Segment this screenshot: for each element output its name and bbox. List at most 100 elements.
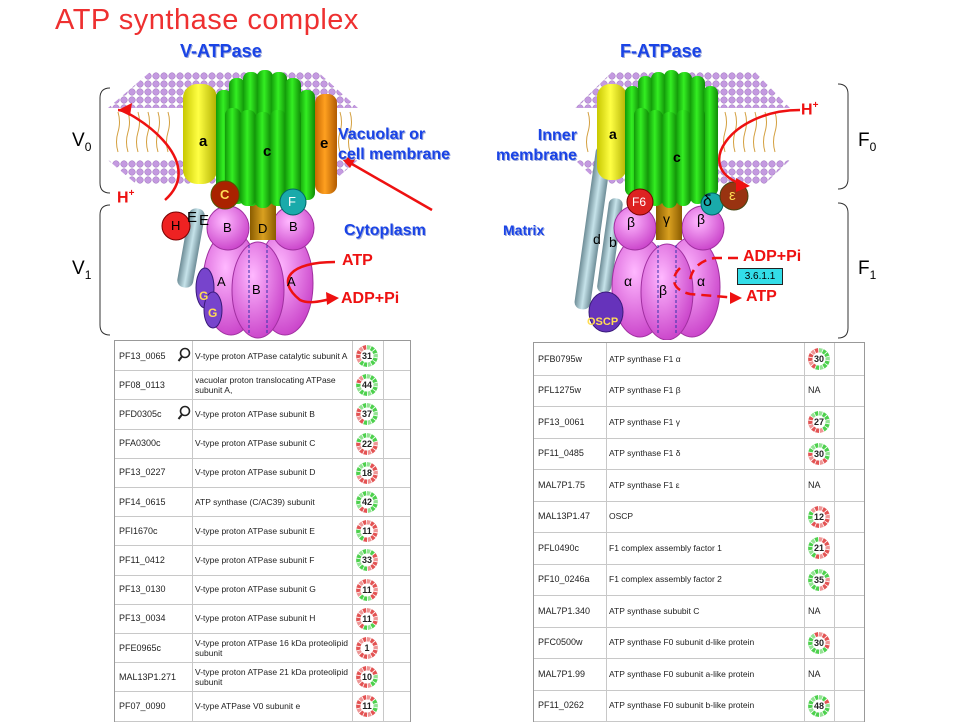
gene-id[interactable]: PF13_0061 <box>538 416 585 427</box>
gene-id[interactable]: PFC0500w <box>538 637 583 648</box>
v-subunit-g2 <box>203 291 223 329</box>
score-badge[interactable]: 10 <box>355 665 379 689</box>
gene-id[interactable]: PF11_0485 <box>538 448 584 459</box>
gene-id[interactable]: PFE0965c <box>119 642 162 653</box>
v-c-small-label: C <box>220 187 230 202</box>
oscp-label: OSCP <box>587 316 619 328</box>
v-atpase-gene-table: PF13_0065 V-type proton ATPase catalytic … <box>114 340 411 722</box>
score-badge[interactable]: 37 <box>355 402 379 426</box>
ec-number-badge[interactable]: 3.6.1.1 <box>737 268 783 285</box>
score-value: 31 <box>361 351 372 361</box>
score-badge[interactable]: 11 <box>355 578 379 602</box>
gene-id[interactable]: PF13_0034 <box>119 613 166 624</box>
magnifier-icon[interactable] <box>177 405 191 426</box>
score-badge[interactable]: 30 <box>807 631 831 655</box>
v-adp-label: ADP+Pi <box>341 290 400 307</box>
table-row[interactable]: PF13_0130 V-type proton ATPase subunit G 1… <box>115 575 410 605</box>
gene-id[interactable]: PFD0305c <box>119 408 162 419</box>
score-value: 12 <box>813 511 824 522</box>
score-badge[interactable]: 30 <box>807 442 831 466</box>
gene-description: V-type proton ATPase subunit G <box>195 584 316 595</box>
atpase-diagrams <box>99 70 849 340</box>
gene-id[interactable]: PFA0300c <box>119 438 161 449</box>
gene-description: V-type proton ATPase catalytic subunit A <box>195 350 348 361</box>
score-badge[interactable]: 44 <box>355 373 379 397</box>
score-value: 37 <box>361 409 372 420</box>
score-badge[interactable]: 31 <box>355 344 379 368</box>
gene-id[interactable]: PFI1670c <box>119 525 158 536</box>
score-badge[interactable]: 11 <box>355 607 379 631</box>
score-badge[interactable]: 21 <box>807 536 831 560</box>
score-badge[interactable]: 12 <box>807 505 831 529</box>
score-badge[interactable]: 27 <box>807 410 831 434</box>
score-badge[interactable]: 18 <box>355 461 379 485</box>
gene-id[interactable]: PF10_0246a <box>538 574 590 585</box>
f-adp-arrow <box>688 256 738 284</box>
v-atp-arrow <box>286 260 336 304</box>
score-value: 1 <box>364 643 370 653</box>
score-badge[interactable]: 48 <box>807 694 831 718</box>
gene-id[interactable]: PF08_0113 <box>119 379 165 390</box>
score-value: 18 <box>361 467 372 478</box>
score-badge[interactable]: 35 <box>807 568 831 592</box>
gene-description: ATP synthase sububit C <box>609 605 700 616</box>
cytoplasm-label: Cytoplasm <box>344 222 426 239</box>
gene-id[interactable]: PF11_0412 <box>119 554 165 565</box>
v-atp-label: ATP <box>342 252 373 269</box>
score-badge[interactable]: 1 <box>355 636 379 660</box>
score-badge[interactable]: 33 <box>355 548 379 572</box>
v-membrane-label: Vacuolar or cell membrane <box>338 126 451 163</box>
score-badge[interactable]: 11 <box>355 519 379 543</box>
table-row[interactable]: PF13_0065 V-type proton ATPase catalytic … <box>115 341 410 372</box>
score-badge[interactable]: 22 <box>355 432 379 456</box>
f-proton-arrow <box>718 108 801 187</box>
v1-label: V1 <box>72 258 92 282</box>
gene-id[interactable]: PFL0490c <box>538 542 580 553</box>
score-badge[interactable]: 42 <box>355 490 379 514</box>
gene-id[interactable]: PF13_0065 <box>119 350 166 361</box>
gene-id[interactable]: MAL7P1.75 <box>538 479 586 490</box>
gene-id[interactable]: PF14_0615 <box>119 496 166 507</box>
gene-id[interactable]: PF13_0227 <box>119 467 166 478</box>
gene-id[interactable]: MAL7P1.340 <box>538 605 591 616</box>
gene-id[interactable]: MAL7P1.99 <box>538 668 586 679</box>
gene-id[interactable]: MAL13P1.47 <box>538 511 591 522</box>
gene-id[interactable]: PF07_0090 <box>119 700 166 711</box>
score-badge[interactable]: 30 <box>807 347 831 371</box>
gene-id[interactable]: MAL13P1.271 <box>119 671 177 682</box>
gene-id[interactable]: PFL1275w <box>538 385 582 396</box>
v-atpase-title: V-ATPase <box>180 41 262 61</box>
score-badge[interactable]: 11 <box>355 694 379 718</box>
magnifier-icon[interactable] <box>177 347 191 368</box>
gene-id[interactable]: PF13_0130 <box>119 584 166 595</box>
f-adp-label: ADP+Pi <box>743 248 802 265</box>
gene-id[interactable]: PF11_0262 <box>538 700 584 711</box>
gene-id[interactable]: PFB0795w <box>538 353 583 364</box>
v-e1-label: E <box>187 209 198 226</box>
score-na: NA <box>808 479 821 490</box>
v-g1-label: G <box>199 289 209 303</box>
